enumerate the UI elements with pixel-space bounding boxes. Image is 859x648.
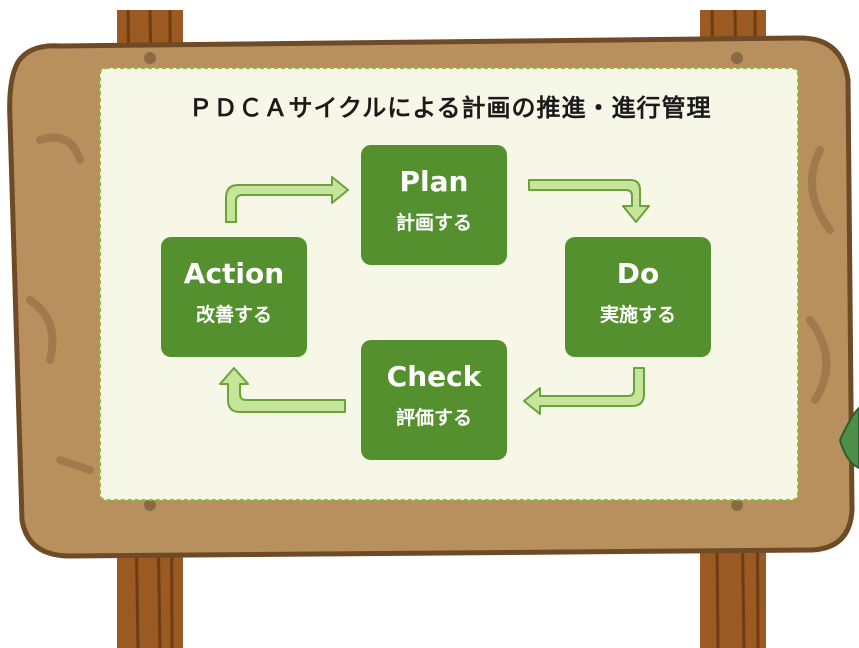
diagram-panel [99,67,799,501]
do-sublabel: 実施する [599,304,676,326]
arrow-do-to-check [523,367,645,415]
arrow-action-to-plan [225,176,349,223]
check-label: Check [386,360,482,393]
action-box: Action 改善する [161,237,307,357]
action-sublabel: 改善する [195,304,272,326]
arrow-plan-to-do [528,179,650,223]
do-label: Do [616,257,660,290]
leaf-decoration [838,406,859,470]
plan-sublabel: 計画する [395,212,472,234]
check-sublabel: 評価する [395,407,472,429]
plan-label: Plan [399,165,469,198]
arrow-check-to-action [219,367,346,413]
check-box: Check 評価する [361,340,507,460]
do-box: Do 実施する [565,237,711,357]
diagram-title: ＰＤＣＡサイクルによる計画の推進・進行管理 [188,94,712,122]
action-label: Action [183,257,285,290]
plan-box: Plan 計画する [361,145,507,265]
